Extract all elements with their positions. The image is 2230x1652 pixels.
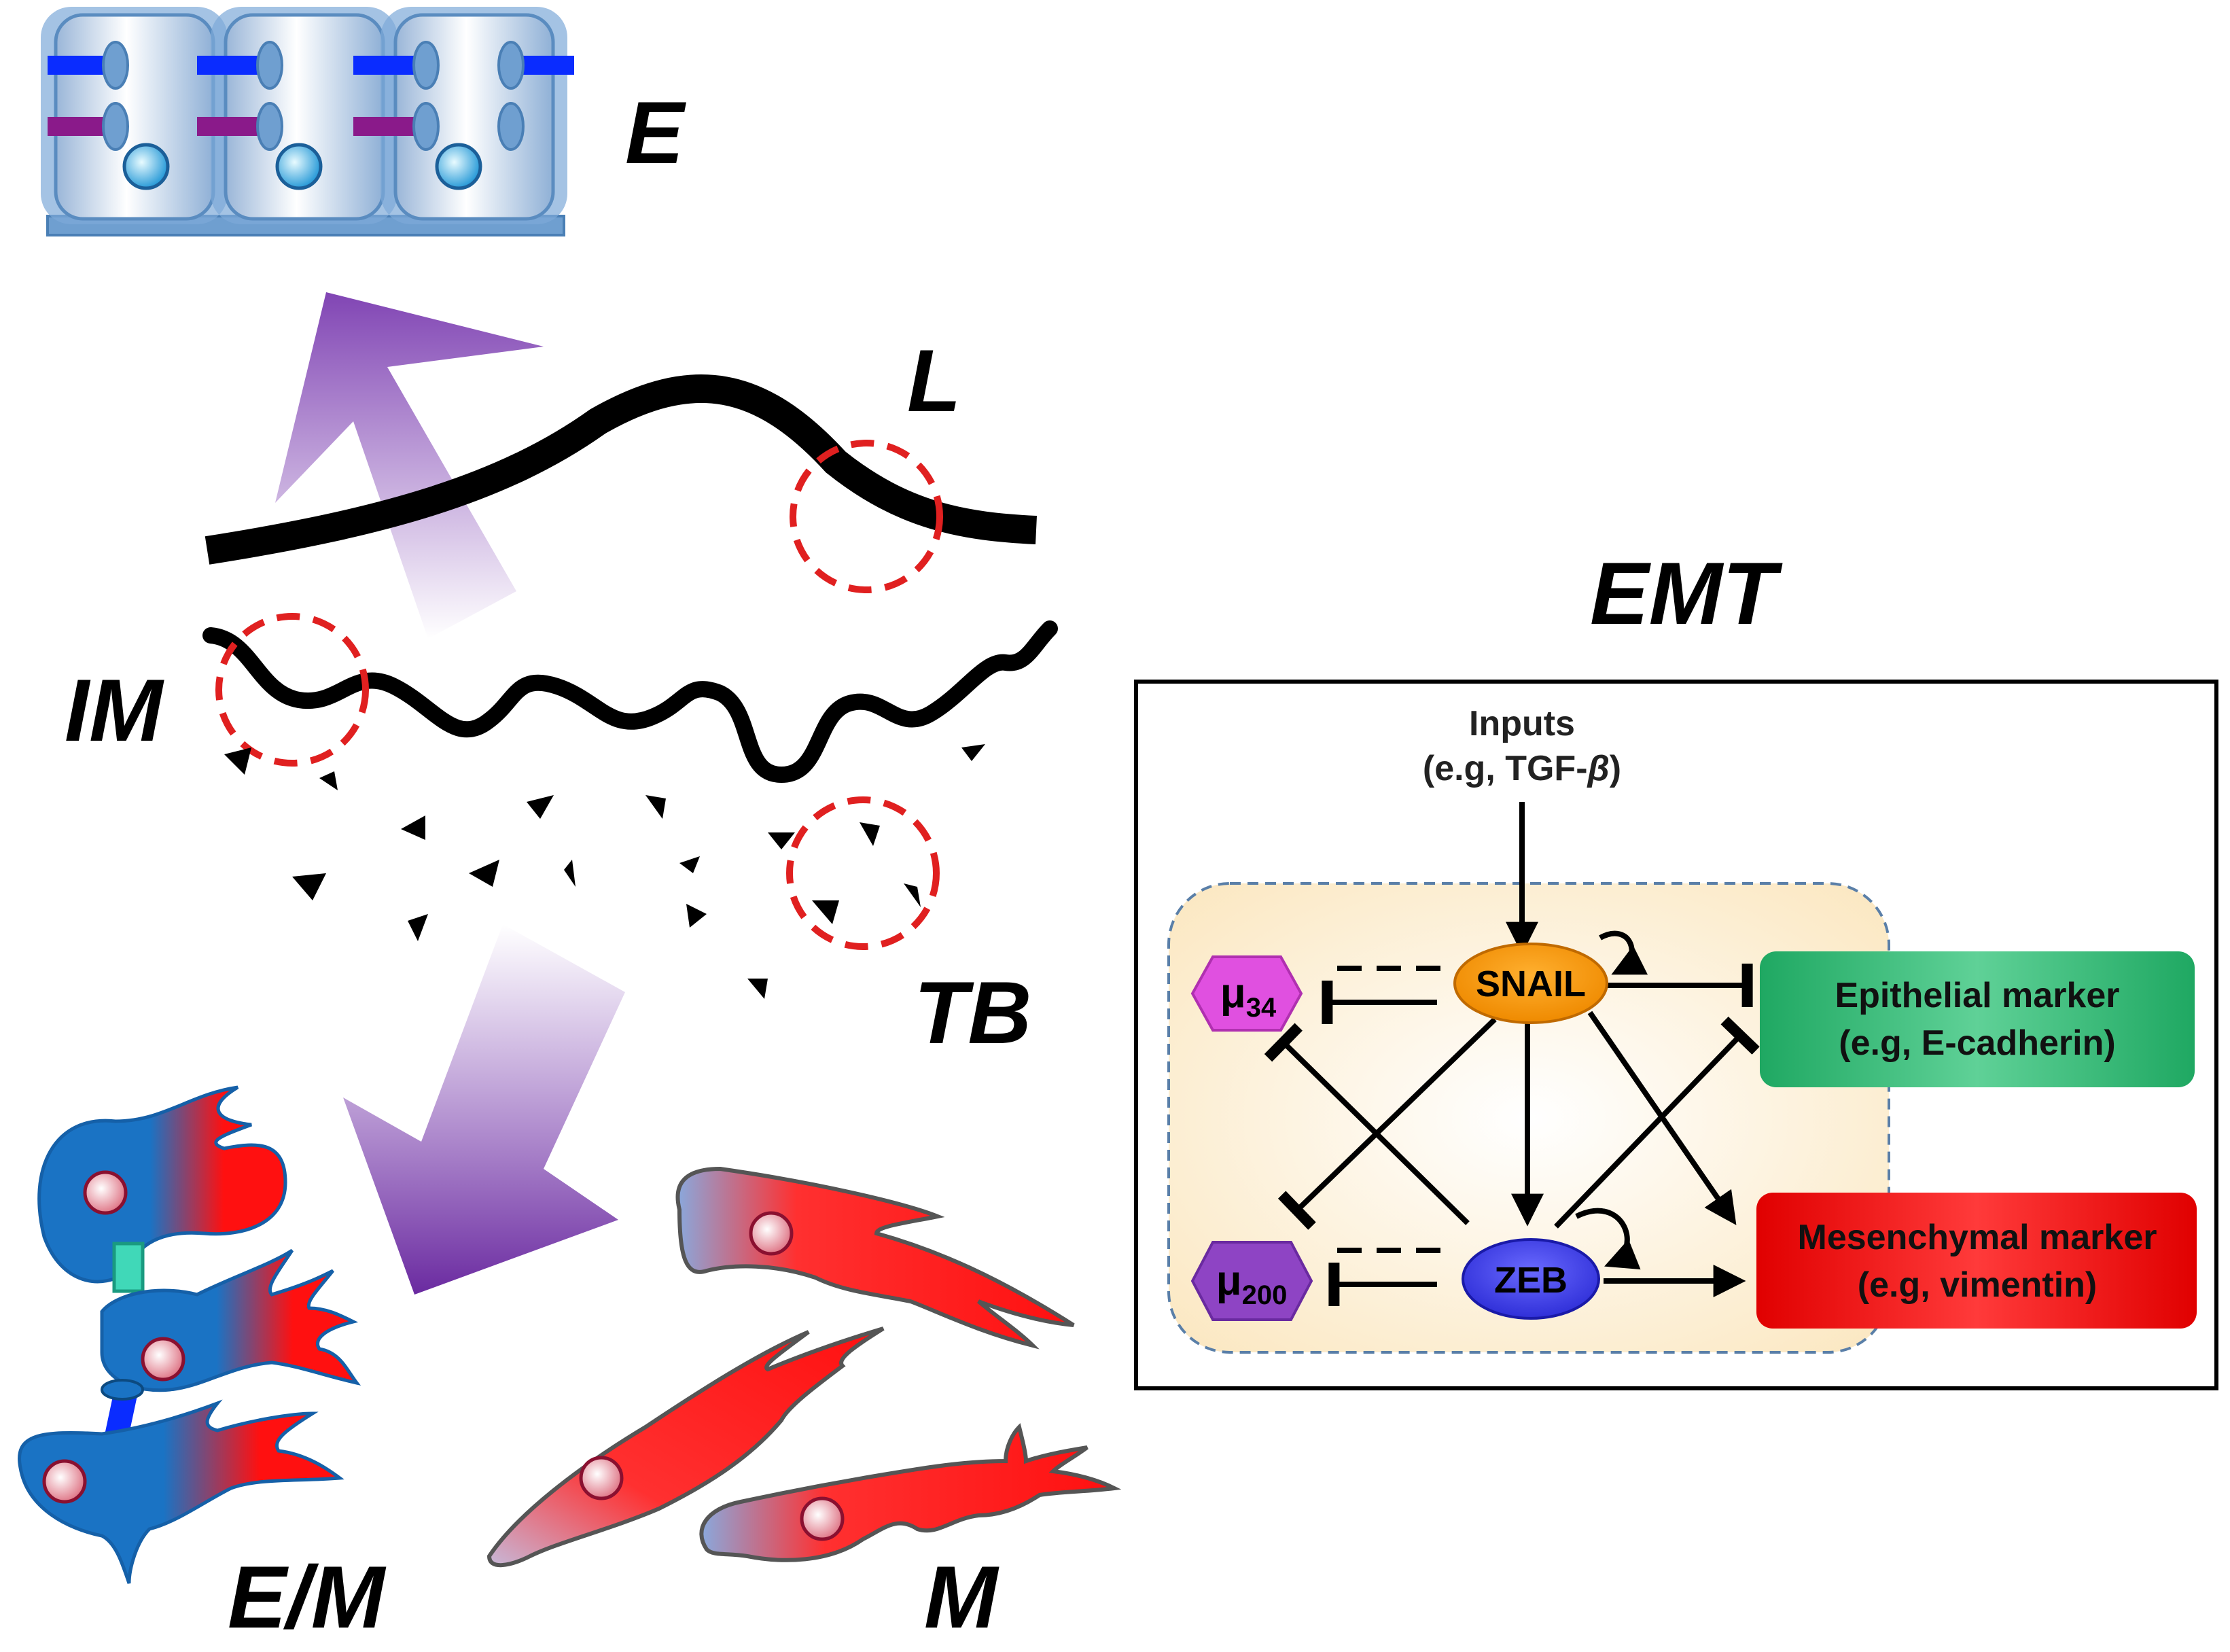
lumen-line	[205, 374, 1038, 565]
network-edges	[1264, 802, 1760, 1306]
inputs-example-prefix: (e.g, TGF-	[1423, 749, 1588, 788]
invasive-margin-highlight-circle	[215, 613, 369, 767]
epithelial-cell	[211, 7, 397, 224]
epithelial-marker-example: (e.g, E-cadherin)	[1839, 1023, 2115, 1063]
label-epithelial: E	[625, 83, 686, 182]
zeb-label: ZEB	[1494, 1260, 1568, 1301]
mesenchymal-cell	[675, 1166, 1075, 1350]
cell-junctions	[48, 41, 574, 151]
label-hybrid: E/M	[228, 1547, 387, 1647]
mesenchymal-cell-group	[486, 1166, 1122, 1568]
snail-node	[1453, 943, 1608, 1024]
mu200-subscript: 200	[1242, 1280, 1288, 1310]
mesenchymal-marker-box	[1756, 1193, 2197, 1329]
epithelial-cell	[41, 7, 228, 224]
tumor-buds	[224, 744, 985, 999]
tumor-budding-highlight-circle	[786, 796, 940, 950]
epithelial-marker-title: Epithelial marker	[1835, 976, 2119, 1015]
lumen-highlight-circle	[790, 440, 943, 593]
epithelial-cell-layer	[41, 7, 574, 236]
edge-snail-activates-mesenchymal	[1587, 1010, 1737, 1225]
emt-title: EMT	[1590, 544, 1783, 643]
hybrid-cell	[18, 1399, 344, 1584]
zeb-node	[1462, 1238, 1600, 1320]
label-mesenchymal: M	[924, 1547, 999, 1647]
mesenchymal-marker-title: Mesenchymal marker	[1798, 1218, 2157, 1257]
snail-label: SNAIL	[1476, 964, 1586, 1004]
label-tumor-budding: TB	[914, 963, 1031, 1062]
edge-snail-inhibits-mu200	[1277, 1017, 1497, 1230]
zeb-self-activation	[1575, 1208, 1641, 1269]
mesenchymal-cell	[699, 1423, 1122, 1562]
inputs-example-suffix: )	[1610, 749, 1621, 788]
mu34-node	[1190, 955, 1303, 1032]
snail-self-activation	[1599, 930, 1648, 975]
mu34-label: μ34	[1220, 970, 1277, 1023]
epithelial-marker-box	[1760, 951, 2195, 1087]
mesenchymal-marker-example: (e.g, vimentin)	[1858, 1265, 2097, 1305]
arrow-up-met	[275, 292, 544, 639]
inputs-example: (e.g, TGF-β)	[1423, 749, 1621, 788]
edge-zeb-inhibits-epithelial	[1554, 1016, 1760, 1229]
label-invasive-margin: IM	[65, 661, 164, 760]
invasive-margin-line	[202, 620, 1058, 784]
mu200-label: μ200	[1216, 1257, 1288, 1310]
mu200-node	[1190, 1241, 1313, 1321]
mu34-subscript: 34	[1246, 993, 1277, 1023]
label-lumen: L	[907, 331, 961, 430]
mu34-symbol: μ	[1220, 970, 1246, 1017]
mesenchymal-cell	[486, 1326, 885, 1568]
hybrid-cell-cluster	[18, 1085, 361, 1584]
hybrid-cell	[37, 1085, 287, 1284]
inputs-beta: β	[1587, 749, 1610, 788]
inputs-label: Inputs	[1469, 704, 1575, 743]
arrow-down-emt	[343, 924, 625, 1295]
epithelial-cell	[380, 7, 567, 224]
mu200-symbol: μ	[1216, 1257, 1242, 1304]
